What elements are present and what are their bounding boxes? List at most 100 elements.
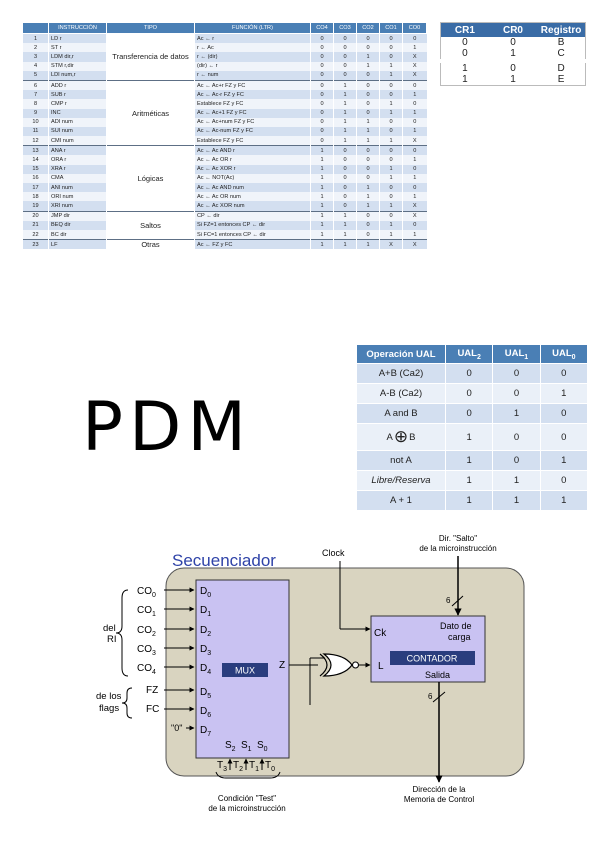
dato-carga-label-2: carga (448, 632, 471, 642)
instr-opcode-bit: 0 (356, 99, 380, 109)
instr-mnemonic: ST r (48, 43, 107, 53)
instr-header-cell: CO3 (333, 22, 357, 34)
instr-function: (dir) ← r (194, 61, 311, 71)
instr-opcode-bit: 0 (310, 33, 334, 44)
instr-number: 6 (22, 79, 49, 91)
instr-opcode-bit: 0 (310, 99, 334, 109)
instr-opcode-bit: 0 (379, 126, 403, 137)
ual-bit: 0 (492, 423, 541, 451)
ual-bit: 0 (539, 403, 589, 424)
instr-opcode-bit: 1 (333, 210, 357, 221)
instr-number: 15 (22, 164, 49, 174)
instr-opcode-bit: 1 (356, 192, 380, 202)
instr-opcode-bit: 0 (379, 155, 403, 165)
ual-bit: 0 (444, 363, 494, 384)
instr-mnemonic: JMP dir (48, 210, 107, 221)
instr-number: 5 (22, 70, 49, 81)
instr-opcode-bit: 1 (310, 201, 334, 212)
instr-type: Lógicas (106, 145, 195, 212)
instr-opcode-bit: 1 (402, 126, 427, 137)
ual-bit: 1 (492, 403, 541, 424)
reg-cell: D (557, 63, 565, 74)
instr-opcode-bit: 0 (333, 33, 357, 44)
instr-opcode-bit: 0 (379, 210, 403, 221)
instr-function: Ac ← Ac XOR r (194, 164, 311, 174)
instr-opcode-bit: 1 (379, 108, 403, 118)
instr-opcode-bit: 1 (333, 90, 357, 100)
instr-opcode-bit: 0 (356, 229, 380, 240)
instr-number: 22 (22, 229, 49, 240)
instr-mnemonic: ADI num (48, 117, 107, 127)
instr-opcode-bit: 0 (356, 173, 380, 183)
instr-opcode-bit: 1 (402, 43, 427, 53)
instr-function: Ac ← Ac AND r (194, 145, 311, 156)
bus-width-bottom: 6 (428, 692, 433, 701)
instr-opcode-bit: 1 (402, 173, 427, 183)
instr-opcode-bit: 0 (356, 79, 380, 91)
instr-function: Ac ← Ac+r FZ y FC (194, 79, 311, 91)
instr-opcode-bit: 0 (402, 145, 427, 156)
instr-opcode-bit: 0 (356, 210, 380, 221)
cond-test-label-2: de la microinstrucción (208, 804, 285, 813)
instr-mnemonic: ANA r (48, 145, 107, 156)
ual-header-sub: 2 (476, 353, 481, 361)
instr-mnemonic: XRI num (48, 201, 107, 212)
instr-opcode-bit: 0 (310, 79, 334, 91)
instr-function: Si FZ=1 entonces CP ← dir (194, 220, 311, 230)
instr-mnemonic: BEQ dir (48, 220, 107, 230)
instr-number: 9 (22, 108, 49, 118)
dir-mem-label-2: Memoria de Control (404, 795, 474, 804)
dir-salto-label-2: de la microinstrucción (419, 544, 496, 553)
ual-bit: 1 (492, 470, 541, 491)
instr-opcode-bit: 0 (379, 117, 403, 127)
instr-mnemonic: ANI num (48, 183, 107, 193)
instr-opcode-bit: 0 (356, 164, 380, 174)
instr-opcode-bit: 1 (379, 70, 403, 81)
instr-mnemonic: LF (48, 239, 107, 250)
reg-header-cell: CR1 (440, 22, 489, 37)
instr-opcode-bit: 0 (402, 220, 427, 230)
instr-opcode-bit: 0 (333, 183, 357, 193)
instr-header-cell: CO0 (402, 22, 427, 34)
dato-carga-label-1: Dato de (440, 621, 472, 631)
ual-header-sub: 0 (571, 353, 576, 361)
instr-type: Otras (106, 239, 195, 250)
mux-input-d7: D7 (200, 725, 211, 738)
instr-opcode-bit: 0 (402, 33, 427, 44)
instr-opcode-bit: 0 (310, 61, 334, 71)
reg-cell: 1 (462, 63, 468, 74)
instr-opcode-bit: 0 (402, 117, 427, 127)
instr-opcode-bit: 1 (310, 210, 334, 221)
test-input-t1: T2 (233, 760, 243, 773)
ual-operation: A and B (356, 403, 446, 424)
instr-opcode-bit: 0 (356, 43, 380, 53)
dir-salto-label-1: Dir. "Salto" (439, 534, 477, 543)
instr-opcode-bit: X (402, 210, 427, 221)
instr-opcode-bit: 0 (310, 126, 334, 137)
instr-opcode-bit: 1 (356, 136, 380, 146)
instr-opcode-bit: 0 (379, 43, 403, 53)
instr-function: Ac ← Ac-num FZ y FC (194, 126, 311, 137)
mux-input-d3: D3 (200, 644, 211, 657)
instr-number: 8 (22, 99, 49, 109)
instr-opcode-bit: X (379, 239, 403, 250)
instr-number: 20 (22, 210, 49, 221)
ual-operation: A + 1 (356, 490, 446, 511)
mux-input-d0: D0 (200, 586, 211, 599)
instr-header-cell: TIPO (106, 22, 195, 34)
ual-bit: 0 (539, 470, 589, 491)
